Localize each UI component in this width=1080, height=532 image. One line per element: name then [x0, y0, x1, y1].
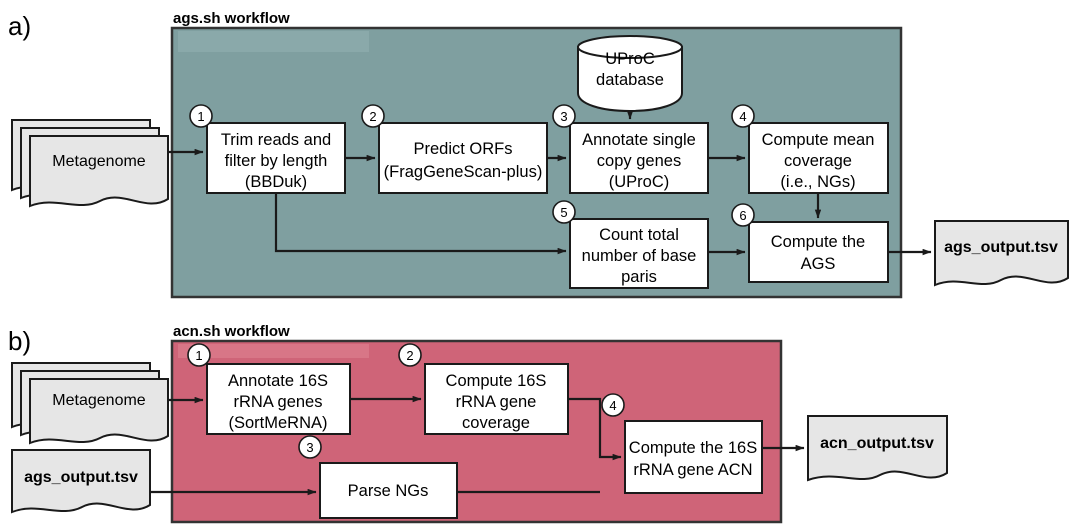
step-a-4-line1: Compute mean	[762, 131, 875, 149]
step-a-5-box	[569, 218, 709, 289]
ags-output-input-doc: ags_output.tsv	[11, 449, 151, 514]
step-b-4-box	[624, 420, 763, 494]
step-a-1-number: 1	[197, 109, 204, 124]
metagenome-input-a: Metagenome	[11, 119, 169, 208]
step-a-2-line2: (FragGeneScan-plus)	[384, 163, 543, 181]
step-a-6-number: 6	[739, 208, 746, 223]
step-a-3-box	[569, 122, 709, 194]
panel-a-title: ags.sh workflow	[173, 10, 290, 27]
step-b-3-line1: Parse NGs	[348, 482, 429, 500]
panel-b-title: acn.sh workflow	[173, 323, 290, 340]
step-a-1: Trim reads and filter by length (BBDuk) …	[189, 104, 346, 194]
step-a-4-badge	[731, 104, 755, 128]
metagenome-b-doc-front	[29, 378, 169, 445]
step-b-1-line2: rRNA genes	[234, 393, 323, 411]
step-a-5-line2: number of base	[582, 247, 697, 265]
step-a-4-number: 4	[739, 109, 746, 124]
step-a-3-number: 3	[560, 109, 567, 124]
step-a-2-line1: Predict ORFs	[413, 140, 512, 158]
step-a-1-line2: filter by length	[225, 152, 328, 170]
step-a-4-line2: coverage	[784, 152, 852, 170]
step-b-4-number: 4	[609, 398, 616, 413]
step-a-2: Predict ORFs (FragGeneScan-plus) 2	[361, 104, 548, 194]
step-a-1-box	[206, 122, 346, 194]
step-a-6-line1: Compute the	[771, 233, 865, 251]
step-b-1-number: 1	[195, 348, 202, 363]
step-b-4-line2: rRNA gene ACN	[633, 461, 752, 479]
step-a-3-badge	[552, 104, 576, 128]
uproc-db-top	[577, 35, 683, 59]
uproc-db-line1: UProC	[605, 50, 655, 68]
step-a-5-line1: Count total	[599, 226, 679, 244]
conn-b-2-to-4	[568, 397, 622, 461]
step-b-3-box	[319, 462, 458, 519]
step-a-6-line2: AGS	[801, 255, 836, 273]
panel-a-highlight-band	[178, 31, 369, 52]
step-a-2-badge	[361, 104, 385, 128]
step-b-4-badge	[601, 393, 625, 417]
step-a-3-line1: Annotate single	[582, 131, 696, 149]
step-a-4-box	[748, 122, 889, 194]
metagenome-input-a-label: Metagenome	[52, 153, 145, 170]
step-b-2-line3: coverage	[462, 414, 530, 432]
step-b-1: Annotate 16S rRNA genes (SortMeRNA) 1	[187, 343, 351, 435]
uproc-database: UProC database	[577, 35, 683, 113]
acn-output-shape	[807, 415, 948, 482]
step-b-2-line1: Compute 16S	[446, 372, 547, 390]
step-a-2-box	[378, 122, 548, 194]
panel-a-letter: a)	[8, 11, 31, 41]
ags-output-input-shape	[11, 449, 151, 514]
step-a-5-number: 5	[560, 205, 567, 220]
step-a-3-line3: (UProC)	[609, 173, 670, 191]
step-a-1-badge	[189, 104, 213, 128]
step-b-1-box	[206, 363, 351, 435]
step-a-6: Compute the AGS 6	[731, 203, 889, 283]
step-b-2-badge	[398, 343, 422, 367]
step-a-5-badge	[552, 200, 576, 224]
panel-b-letter: b)	[8, 326, 31, 356]
step-b-2-box	[424, 363, 569, 435]
step-b-1-line3: (SortMeRNA)	[228, 414, 327, 432]
step-a-4: Compute mean coverage (i.e., NGs) 4	[731, 104, 889, 194]
panel-b-highlight-band	[178, 344, 369, 358]
ags-output-shape	[934, 220, 1069, 287]
step-a-3: Annotate single copy genes (UProC) 3	[552, 104, 709, 194]
step-b-1-line1: Annotate 16S	[228, 372, 328, 390]
step-b-3-badge	[298, 435, 322, 459]
metagenome-input-b: Metagenome	[11, 362, 169, 445]
metagenome-input-b-label: Metagenome	[52, 392, 145, 409]
acn-output-label: acn_output.tsv	[820, 435, 934, 452]
step-b-4: Compute the 16S rRNA gene ACN 4	[601, 393, 763, 494]
step-a-6-box	[748, 221, 889, 283]
step-b-2: Compute 16S rRNA gene coverage 2	[398, 343, 569, 435]
step-a-3-line2: copy genes	[597, 152, 681, 170]
step-b-2-line2: rRNA gene	[456, 393, 537, 411]
metagenome-doc-front	[29, 135, 169, 208]
step-a-4-line3: (i.e., NGs)	[780, 173, 855, 191]
step-a-6-badge	[731, 203, 755, 227]
conn-a-1-to-5	[274, 193, 567, 255]
step-a-2-number: 2	[369, 109, 376, 124]
step-b-3-number: 3	[306, 440, 313, 455]
step-b-2-number: 2	[406, 348, 413, 363]
step-b-4-line1: Compute the 16S	[629, 439, 757, 457]
step-a-5-line3: paris	[621, 268, 657, 286]
step-b-1-badge	[187, 343, 211, 367]
step-a-1-line1: Trim reads and	[221, 131, 331, 149]
ags-output-label: ags_output.tsv	[944, 239, 1058, 256]
acn-output-doc: acn_output.tsv	[807, 415, 948, 482]
step-a-5: Count total number of base paris 5	[552, 200, 709, 289]
ags-output-input-label: ags_output.tsv	[24, 469, 138, 486]
step-b-3: Parse NGs 3	[298, 435, 458, 519]
ags-output-doc: ags_output.tsv	[934, 220, 1069, 287]
uproc-db-line2: database	[596, 71, 664, 89]
step-a-1-line3: (BBDuk)	[245, 173, 307, 191]
